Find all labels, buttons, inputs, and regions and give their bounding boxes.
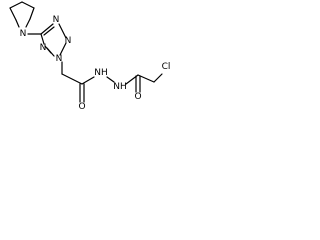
tetrazole-n4-label: N: [53, 15, 60, 25]
hydrazide-nh1-label: NH: [94, 68, 108, 78]
carbonyl-2-o-label: O: [134, 92, 141, 102]
carbonyl-to-nh-bond: [81, 76, 95, 85]
tetrazole-n1-label: N: [40, 43, 47, 53]
carbonyl-1-o-label: O: [78, 102, 85, 112]
ch2-to-cl-bond: [153, 73, 163, 83]
tetrazole-n2-label: N: [56, 54, 63, 64]
pyrrolidine-n-label: N: [20, 29, 27, 39]
tetrazole-ring: [40, 23, 67, 57]
ch2-to-carbonyl-bond: [61, 73, 83, 85]
nh-nh-bond: [106, 76, 115, 83]
chemical-structure-diagram: N N N N N O NH NH O Cl: [9, 1, 171, 112]
tetrazole-n3-label: N: [65, 36, 72, 46]
chlorine-label: Cl: [162, 62, 171, 72]
hydrazide-nh2-label: NH: [113, 82, 127, 92]
carbonyl2-to-ch2-bond: [137, 74, 155, 83]
pyrrolidine-ring: [9, 1, 35, 28]
